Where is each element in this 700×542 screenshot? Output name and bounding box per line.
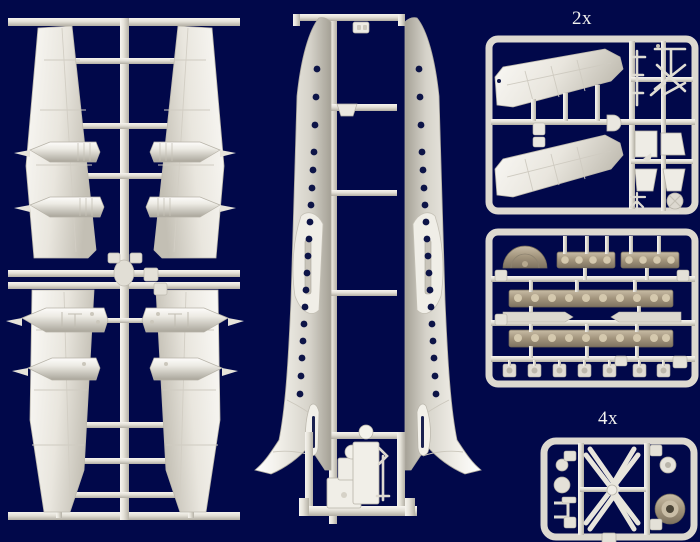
fuselage-sprue-rung-top <box>293 14 405 21</box>
part-engine-nacelle-lower-right-2 <box>149 357 238 381</box>
part-corner-block-c <box>563 450 577 462</box>
part-engine-nacelle-upper-left-2 <box>14 196 105 218</box>
part-cabin-divider-blade-left <box>502 311 574 323</box>
fuselage-bottom-parts <box>299 424 417 516</box>
part-lower-wing-half-left <box>29 289 95 513</box>
part-propeller-spinner <box>606 484 618 496</box>
prop-sprue-gate-tab <box>601 532 617 542</box>
fuselage-sprue-rung-4 <box>297 290 397 296</box>
part-corner-tag-right <box>676 269 690 282</box>
part-corner-tag-tl <box>614 355 628 367</box>
part-radome-dome <box>502 245 548 269</box>
part-engine-nacelle-lower-left-2 <box>12 357 101 381</box>
fuselage-sprue-rung-5 <box>297 432 397 439</box>
fuselage-windows-left <box>296 65 321 398</box>
part-small-tab-a <box>143 267 159 282</box>
fuselage-windows-right <box>415 65 440 398</box>
part-gear-strut <box>375 446 391 502</box>
part-engine-nacelle-lower-right <box>141 307 244 333</box>
part-small-tab-d <box>129 252 143 264</box>
part-round-cap <box>358 424 374 440</box>
part-engine-nacelle-upper-right <box>149 141 236 163</box>
part-corner-block-d <box>563 516 577 529</box>
part-hub-cap <box>659 456 677 474</box>
wing-sprue-quantity-label: 2x <box>572 8 592 29</box>
fuselage-sprue-spine <box>329 14 337 524</box>
part-small-round-part-a <box>555 458 569 472</box>
part-engine-nacelle-upper-left <box>14 141 101 163</box>
part-corner-tag-br <box>672 355 688 369</box>
seat-sprue-bar-3 <box>491 356 695 362</box>
part-wheel-tyre <box>654 493 686 525</box>
part-small-tag-b <box>532 136 546 148</box>
part-gear-bay <box>352 441 380 505</box>
sprue-cross-2 <box>64 123 182 129</box>
stab-sprue-midbar <box>491 119 695 125</box>
part-gear-door <box>661 211 679 214</box>
part-corner-tag-left <box>494 269 508 282</box>
sprue-cross-7 <box>74 492 178 498</box>
part-small-tag-a <box>532 122 546 136</box>
part-engine-nacelle-upper-right-2 <box>145 196 236 218</box>
part-cabin-divider-blade-right <box>610 311 682 323</box>
part-small-round-part-b <box>553 476 571 494</box>
part-corner-block-a <box>649 444 663 457</box>
part-small-tab-c <box>107 252 121 264</box>
propeller-sprue-quantity-label: 4x <box>598 408 618 429</box>
part-antenna <box>629 191 647 213</box>
seat-small-parts-row <box>502 360 671 378</box>
part-stabilizer-half-lower <box>494 134 624 198</box>
part-seat-row-bank-d <box>508 329 674 348</box>
part-fuselage-half-right <box>404 17 482 475</box>
part-engine-nacelle-lower-left <box>6 307 109 333</box>
part-small-clip <box>336 103 358 117</box>
sprue-cross-6 <box>74 458 178 464</box>
seat-sprue-bar-1 <box>491 276 695 282</box>
fuselage-sprue-rung-3 <box>297 190 397 196</box>
prop-sprue-divider-right <box>644 443 650 535</box>
part-fuselage-half-left <box>254 17 332 475</box>
part-landing-gear-strut-assembly <box>631 47 687 107</box>
sprue-cross-1 <box>60 58 192 64</box>
part-small-detail-teardrop <box>113 259 135 287</box>
part-stabilizer-half-upper <box>494 48 624 108</box>
sprue-cross-4 <box>100 318 152 323</box>
part-small-tab-b <box>153 282 168 296</box>
part-seat-row-bank-a <box>556 251 616 269</box>
seat-sprue-bar-2 <box>491 320 695 326</box>
part-small-bar <box>561 496 577 504</box>
part-seat-row-bank-b <box>620 251 680 269</box>
part-corner-block-b <box>649 518 663 531</box>
part-d-clip <box>606 114 622 132</box>
part-engine-cowlings <box>634 130 686 192</box>
part-seat-row-bank-c <box>508 289 674 308</box>
part-bracket-part <box>554 501 570 519</box>
part-corner-tag-bl <box>494 313 508 326</box>
sprue-cross-5 <box>74 422 178 428</box>
sprue-cross-3 <box>72 173 176 179</box>
